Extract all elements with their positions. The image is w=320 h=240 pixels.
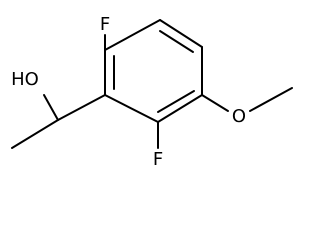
bond-c1-c2 [104,19,161,51]
atom-labels: F F HO O [11,14,246,170]
substituent-bonds [11,34,293,149]
methoxy-oxygen-label: O [232,106,246,127]
bond-c6-carbinol [57,94,106,121]
double-bond-c2-c3 [159,30,194,53]
double-bond-c4-c5 [157,90,195,113]
bond-c5-c6 [104,94,159,123]
bond-carbinol-hydroxyl [43,94,59,121]
bond-c4-c5 [157,94,203,123]
ring-bonds [104,19,203,123]
bond-carbinol-methyl [11,119,59,149]
fluorine-top-label: F [100,14,110,35]
bond-oxygen-methyl [249,87,293,112]
fluorine-bottom-label: F [153,149,163,170]
bond-c4-oxygen [201,94,229,112]
hydroxyl-label: HO [11,69,39,90]
bond-c2-c3 [159,19,203,48]
molecule-structure: F F HO O [11,14,293,170]
